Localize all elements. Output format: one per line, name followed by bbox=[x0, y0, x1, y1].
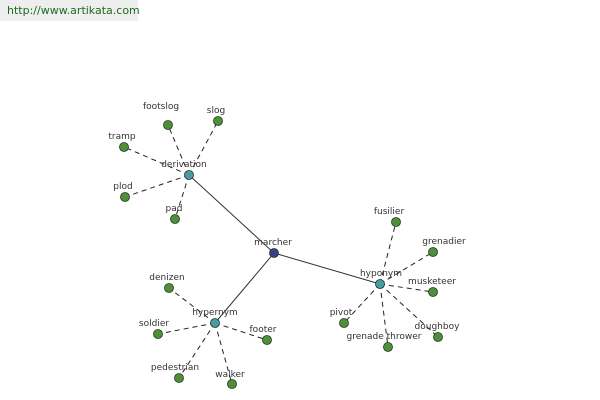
node-soldier[interactable] bbox=[153, 329, 163, 339]
edge-hyponym-grenadier bbox=[379, 251, 434, 285]
edge-derivation-footslog bbox=[167, 124, 190, 176]
edge-hypernym-soldier bbox=[157, 322, 216, 335]
node-grenade-thrower[interactable] bbox=[383, 342, 393, 352]
label-grenade-thrower: grenade thrower bbox=[347, 332, 422, 342]
label-plod: plod bbox=[113, 182, 132, 192]
node-fusilier[interactable] bbox=[391, 217, 401, 227]
graph-labels: footslog slog tramp plod pad fusilier grenadie… bbox=[108, 102, 466, 380]
node-plod[interactable] bbox=[120, 192, 130, 202]
node-footslog[interactable] bbox=[163, 120, 173, 130]
node-tramp[interactable] bbox=[119, 142, 129, 152]
node-hypernym[interactable] bbox=[210, 318, 220, 328]
node-walker[interactable] bbox=[227, 379, 237, 389]
label-hypernym: hypernym bbox=[192, 308, 238, 318]
edge-derivation-plod bbox=[124, 174, 190, 198]
label-pad: pad bbox=[166, 204, 183, 214]
label-hyponym: hyponym bbox=[360, 269, 402, 279]
edge-marcher-derivation bbox=[188, 174, 275, 254]
edge-hypernym-pedestrian bbox=[178, 322, 216, 379]
label-tramp: tramp bbox=[108, 132, 136, 142]
site-url-link[interactable]: http://www.artikata.com bbox=[0, 0, 140, 21]
graph-nodes bbox=[119, 116, 443, 389]
edge-marcher-hyponym bbox=[273, 252, 381, 285]
edge-derivation-slog bbox=[188, 120, 219, 176]
label-denizen: denizen bbox=[149, 273, 184, 283]
edge-hypernym-walker bbox=[214, 322, 233, 385]
label-derivation: derivation bbox=[161, 160, 207, 170]
node-doughboy[interactable] bbox=[433, 332, 443, 342]
edge-hyponym-fusilier bbox=[379, 221, 397, 285]
node-musketeer[interactable] bbox=[428, 287, 438, 297]
node-hyponym[interactable] bbox=[375, 279, 385, 289]
label-marcher: marcher bbox=[254, 238, 292, 248]
label-walker: walker bbox=[215, 370, 245, 380]
node-derivation[interactable] bbox=[184, 170, 194, 180]
edge-hyponym-doughboy bbox=[379, 283, 439, 338]
edge-derivation-pad bbox=[174, 174, 190, 220]
node-grenadier[interactable] bbox=[428, 247, 438, 257]
label-musketeer: musketeer bbox=[408, 277, 456, 287]
label-footer: footer bbox=[250, 325, 277, 335]
label-fusilier: fusilier bbox=[374, 207, 405, 217]
label-slog: slog bbox=[207, 106, 225, 116]
edge-hypernym-footer bbox=[214, 322, 268, 341]
edge-derivation-tramp bbox=[123, 146, 190, 176]
node-footer[interactable] bbox=[262, 335, 272, 345]
edge-hypernym-denizen bbox=[168, 287, 216, 324]
graph-edges bbox=[123, 120, 439, 385]
node-pivot[interactable] bbox=[339, 318, 349, 328]
label-footslog: footslog bbox=[143, 102, 179, 112]
label-pedestrian: pedestrian bbox=[151, 363, 199, 373]
label-soldier: soldier bbox=[139, 319, 169, 329]
node-denizen[interactable] bbox=[164, 283, 174, 293]
node-marcher[interactable] bbox=[269, 248, 279, 258]
node-pedestrian[interactable] bbox=[174, 373, 184, 383]
node-slog[interactable] bbox=[213, 116, 223, 126]
edge-hyponym-grenade-thrower bbox=[379, 283, 389, 348]
label-doughboy: doughboy bbox=[415, 322, 461, 332]
label-grenadier: grenadier bbox=[422, 237, 466, 247]
label-pivot: pivot bbox=[330, 308, 353, 318]
node-pad[interactable] bbox=[170, 214, 180, 224]
edge-marcher-hypernym bbox=[214, 252, 275, 324]
